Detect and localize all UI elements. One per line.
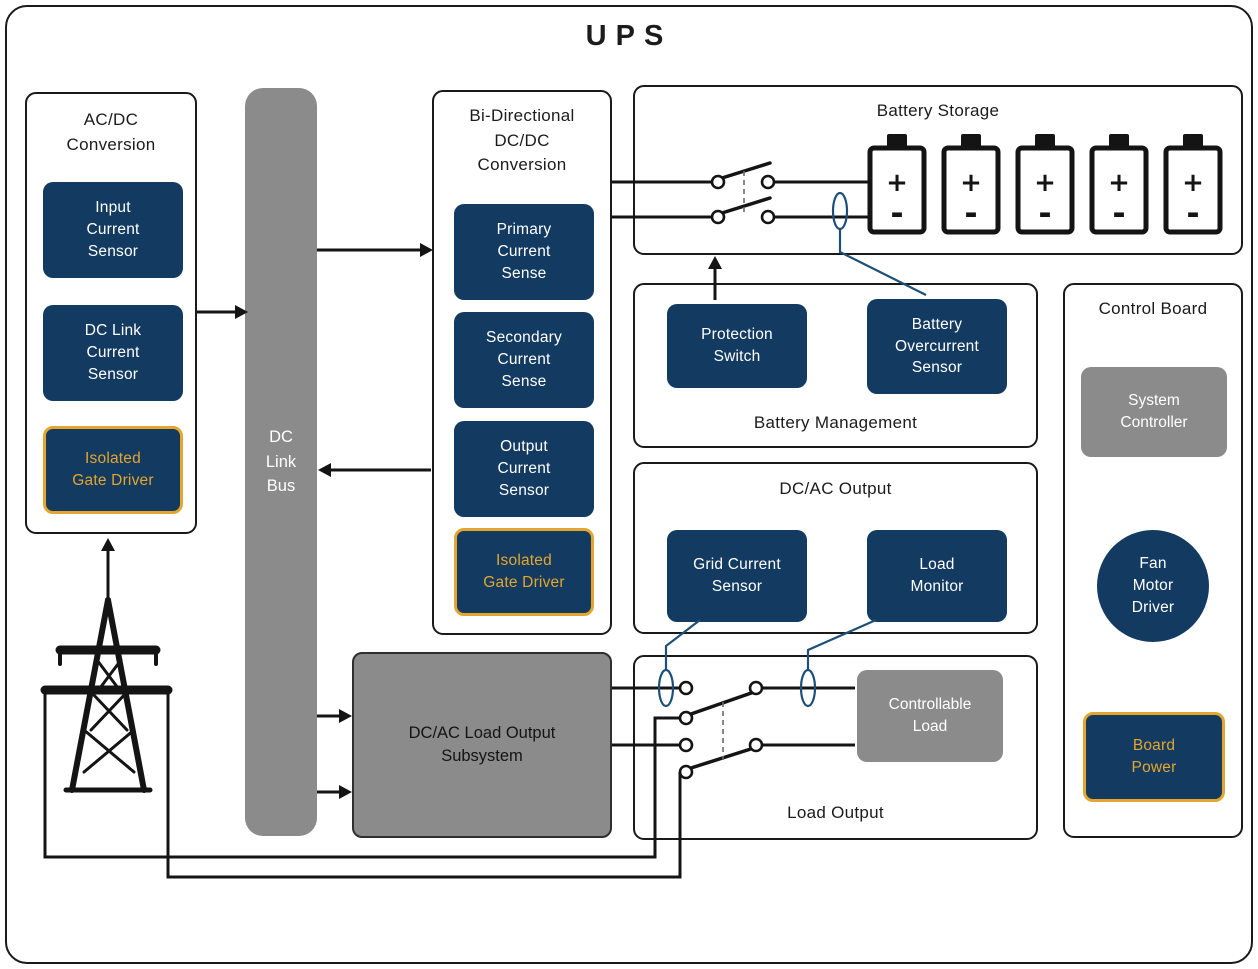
battery-management-title: Battery Management	[753, 413, 918, 433]
bidir-isolated-gate-driver-block: Isolated Gate Driver	[454, 528, 594, 616]
load-output-block: Controllable Load Load Output	[633, 655, 1038, 840]
control-board-block: Control Board System Controller Fan Moto…	[1063, 283, 1243, 838]
dcac-output-block: DC/AC Output Grid Current Sensor Load Mo…	[633, 462, 1038, 634]
acdc-conversion-title: AC/DC Conversion	[66, 110, 156, 154]
bidirectional-dcdc-title: Bi-Directional DC/DC Conversion	[469, 106, 575, 175]
load-monitor-block: Load Monitor	[867, 530, 1007, 622]
acdc-conversion-block: AC/DC Conversion Input Current Sensor DC…	[25, 92, 197, 534]
dc-link-bus: DC Link Bus	[245, 88, 317, 836]
output-current-sensor-block: Output Current Sensor	[454, 421, 594, 517]
board-power-block: Board Power	[1083, 712, 1225, 802]
protection-switch-block: Protection Switch	[667, 304, 807, 388]
controllable-load-block: Controllable Load	[857, 670, 1003, 762]
acdc-isolated-gate-driver-block: Isolated Gate Driver	[43, 426, 183, 514]
grid-current-sensor-block: Grid Current Sensor	[667, 530, 807, 622]
battery-overcurrent-sensor-block: Battery Overcurrent Sensor	[867, 299, 1007, 394]
dcac-output-title: DC/AC Output	[779, 479, 892, 498]
battery-storage-title: Battery Storage	[876, 101, 1000, 120]
secondary-current-sense-block: Secondary Current Sense	[454, 312, 594, 408]
load-output-title: Load Output	[787, 803, 884, 823]
dc-link-current-sensor-block: DC Link Current Sensor	[43, 305, 183, 401]
system-controller-block: System Controller	[1081, 367, 1227, 457]
dcac-load-output-subsystem-block: DC/AC Load Output Subsystem	[352, 652, 612, 838]
page-title: UPS	[585, 20, 673, 52]
bidirectional-dcdc-block: Bi-Directional DC/DC Conversion Primary …	[432, 90, 612, 635]
battery-storage-block: Battery Storage	[633, 85, 1243, 255]
primary-current-sense-block: Primary Current Sense	[454, 204, 594, 300]
fan-motor-driver-block: Fan Motor Driver	[1097, 530, 1209, 642]
input-current-sensor-block: Input Current Sensor	[43, 182, 183, 278]
battery-management-block: Protection Switch Battery Overcurrent Se…	[633, 283, 1038, 448]
control-board-title: Control Board	[1098, 299, 1208, 318]
diagram-border	[5, 5, 1253, 964]
